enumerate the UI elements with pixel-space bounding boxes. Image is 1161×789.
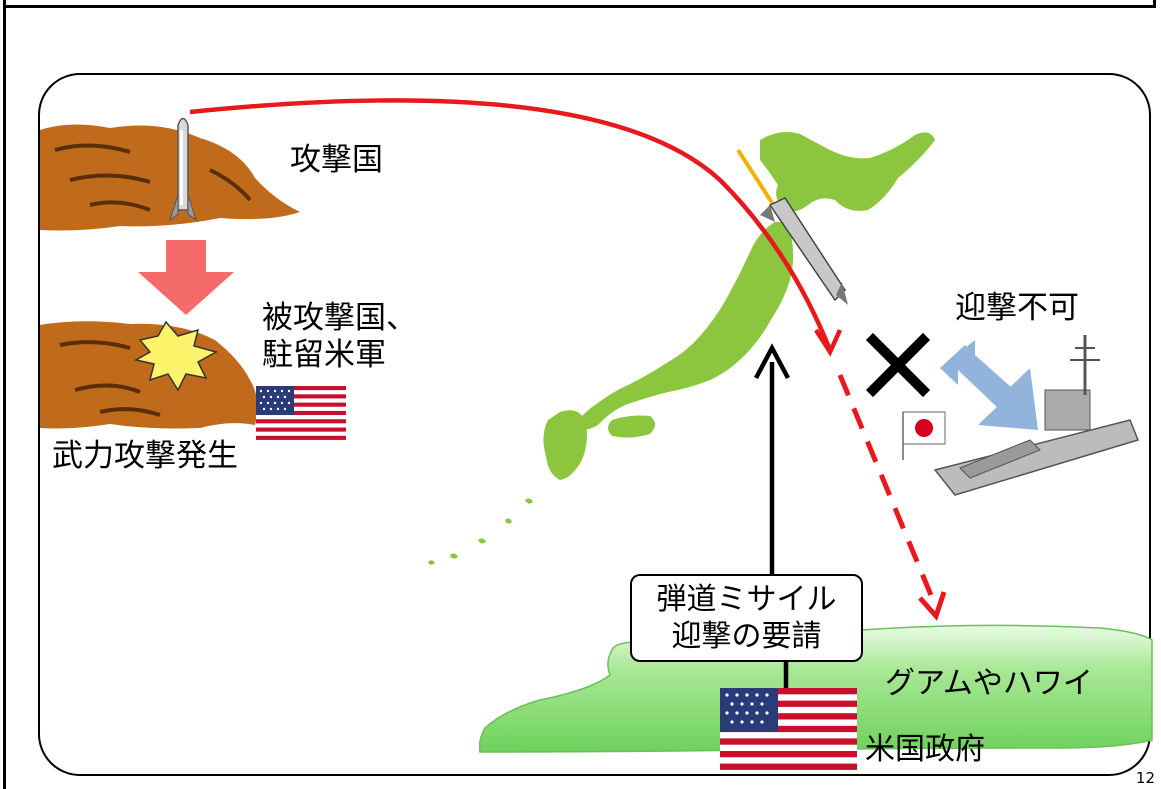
label-attacking-country: 攻撃国 (290, 142, 383, 178)
request-line1: 弾道ミサイル (656, 581, 837, 617)
label-armed-attack: 武力攻撃発生 (52, 438, 238, 474)
japan-flag-icon (902, 411, 946, 460)
request-line2: 迎撃の要請 (671, 619, 822, 654)
request-callout: 弾道ミサイル 迎撃の要請 (630, 574, 863, 662)
japanese-warship-icon (933, 335, 1140, 496)
label-attacked-country: 被攻撃国、 駐留米軍 (262, 300, 417, 374)
attacker-land (40, 124, 300, 231)
missile-on-launch-site (169, 117, 197, 222)
page-number: 12 (1135, 769, 1155, 787)
label-interception-impossible: 迎撃不可 (955, 290, 1079, 326)
us-flag-large-icon (720, 688, 857, 770)
trajectory-dashed (837, 374, 938, 606)
missile-trajectory (189, 98, 833, 351)
trajectory-dashed-arrowhead (918, 591, 947, 621)
cross-mark-icon (865, 332, 931, 398)
intercept-attempt-arrow (940, 340, 1038, 430)
attack-down-arrow (138, 240, 234, 315)
explosion-icon (133, 320, 218, 392)
interceptor-missile-icon (736, 148, 848, 305)
label-attacked-country-line1: 被攻撃国、 (262, 300, 417, 336)
left-frame-line (3, 0, 6, 789)
label-us-government: 米国政府 (865, 732, 985, 767)
us-flag-icon (256, 386, 346, 440)
label-attacked-country-line2: 駐留米軍 (262, 337, 386, 374)
japan-map (428, 132, 935, 565)
trajectory-arrowhead (814, 328, 843, 357)
label-guam-hawaii: グアムやハワイ (885, 666, 1093, 701)
request-arrow (754, 343, 790, 690)
